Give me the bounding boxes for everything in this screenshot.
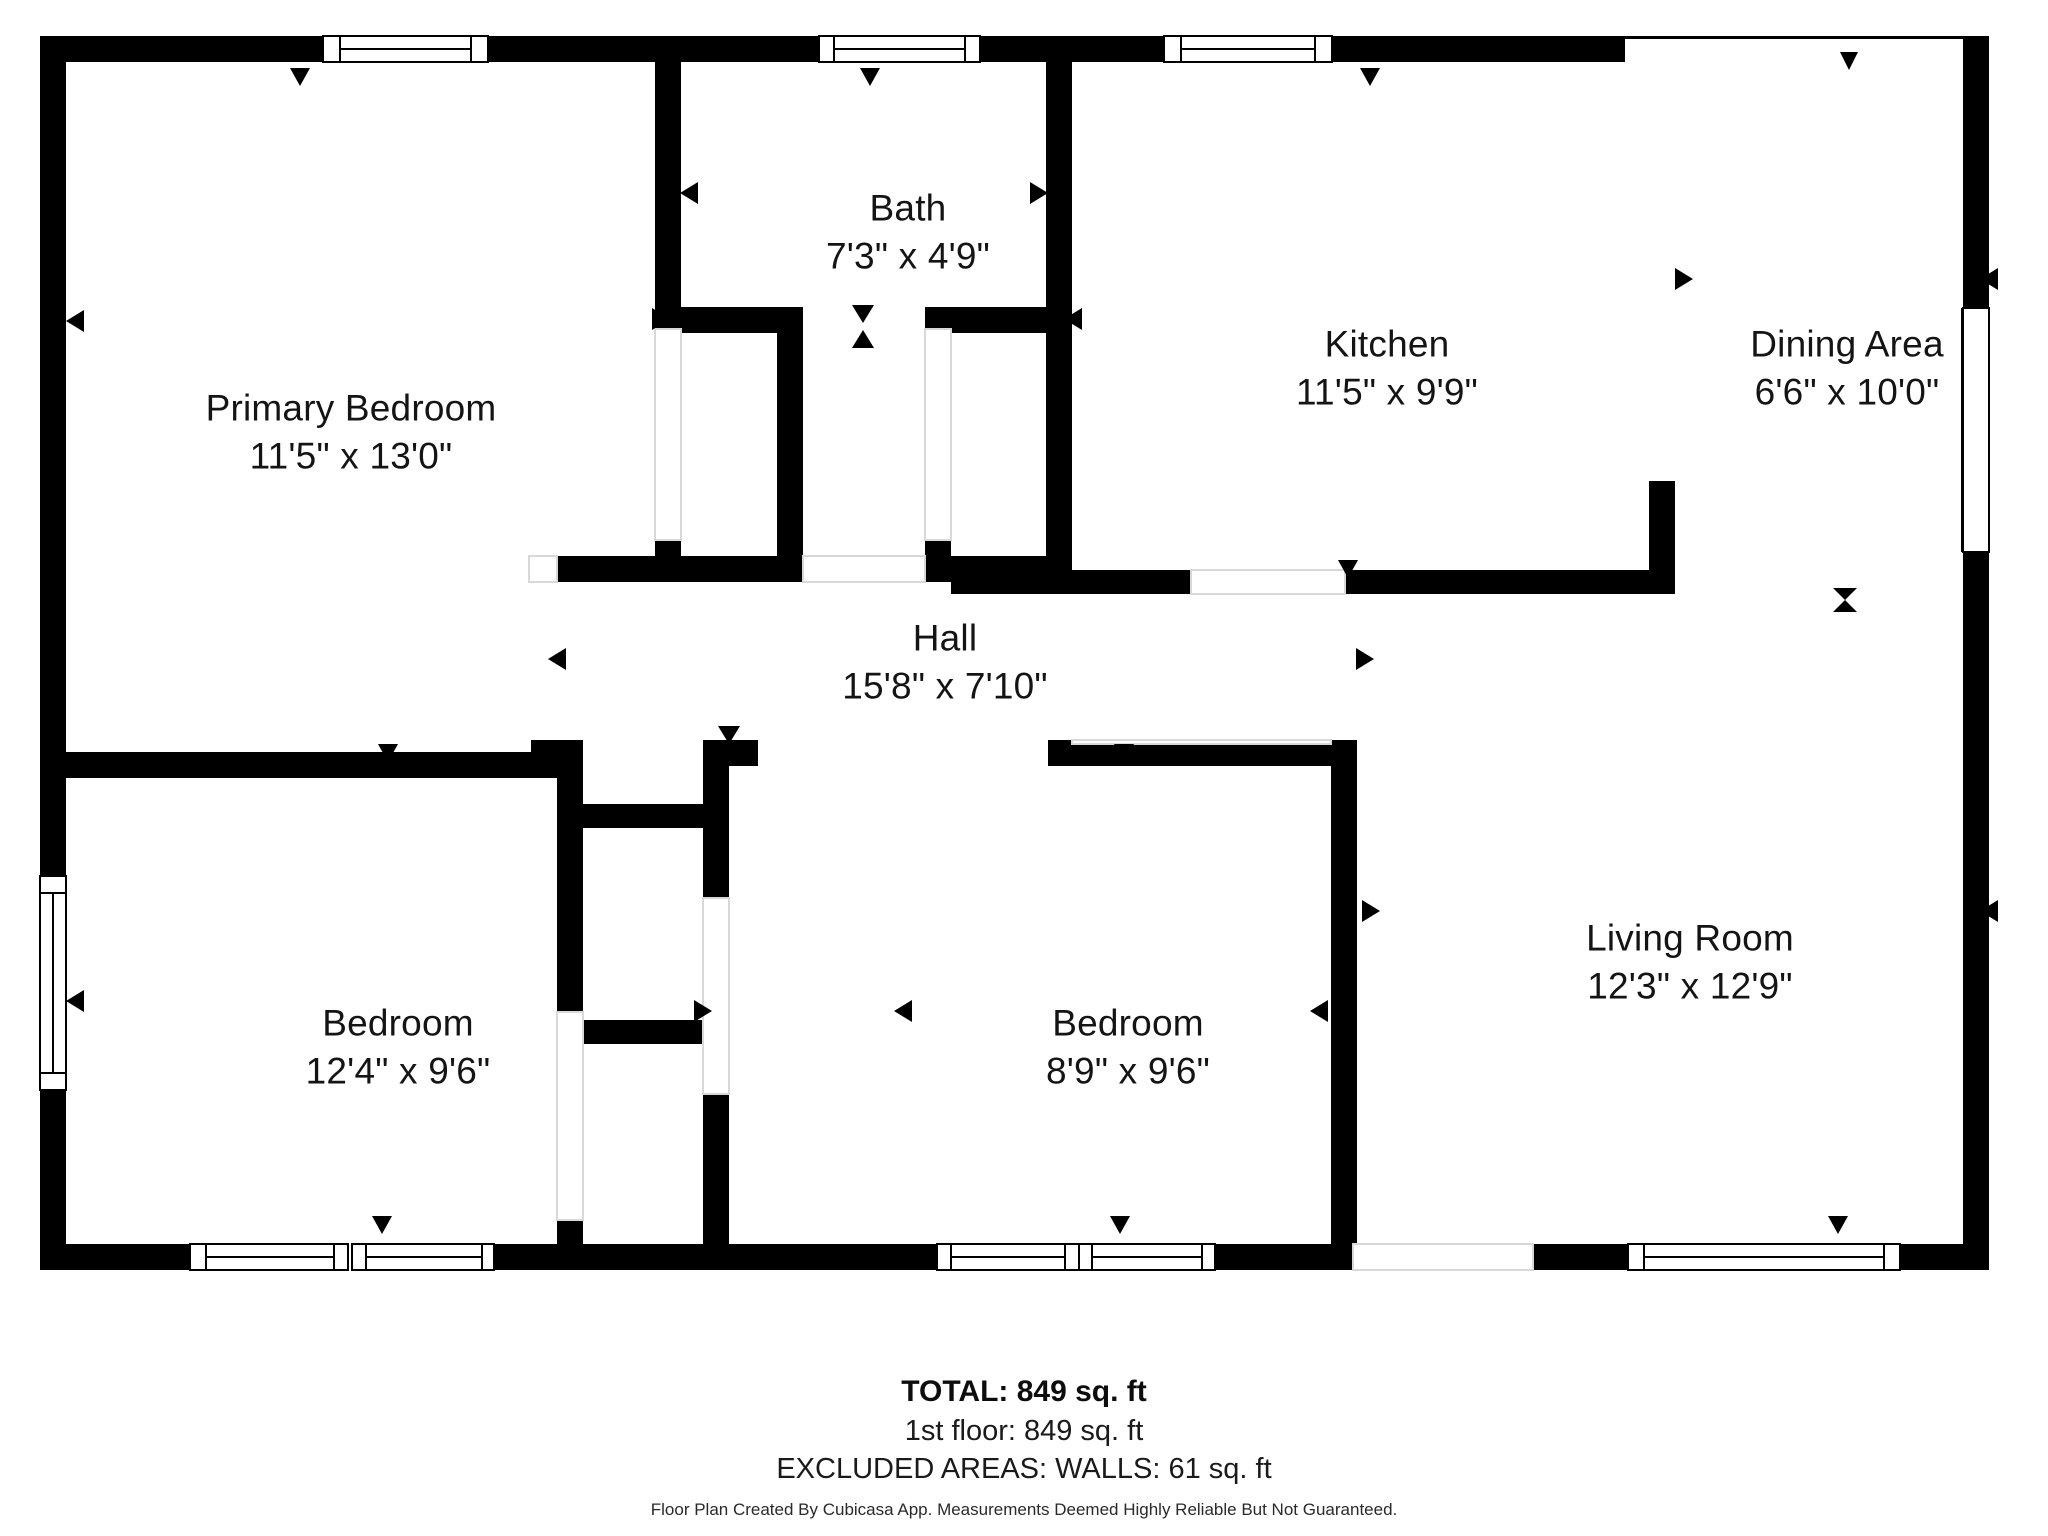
door-arrow-kitchen-bottom: [1338, 560, 1358, 578]
window-top-bath: [818, 35, 981, 63]
wall-top-1: [40, 36, 323, 62]
wall-bed-left-right-upper: [557, 740, 583, 1012]
door-arrow-primary-left: [66, 310, 84, 332]
window-bottom-left-a: [189, 1243, 349, 1271]
wall-bed-left-right-lower: [557, 1220, 583, 1270]
door-arrow-bedleft-bottom: [372, 1216, 392, 1234]
door-arrow-dining-top: [1840, 52, 1858, 70]
door-arrow-hall-east: [1356, 648, 1374, 670]
wall-midcloset-top: [557, 804, 717, 828]
total-area-label: TOTAL: 849 sq. ft: [901, 1375, 1147, 1408]
wall-midcloset-right-top: [703, 740, 758, 766]
wall-top-thin: [1624, 36, 1989, 39]
wall-hall-bottom-left: [40, 752, 557, 778]
door-openings: [528, 328, 1534, 1271]
opening-bed-mid: [702, 897, 730, 1095]
windows: [39, 35, 1990, 1271]
wall-right-1: [1963, 36, 1989, 308]
door-arrow-bedleft-right: [694, 1000, 712, 1022]
door-arrow-hall-bedleft: [378, 744, 398, 762]
disclaimer-text: Floor Plan Created By Cubicasa App. Meas…: [650, 1500, 1398, 1519]
window-left-bedroom: [39, 875, 67, 1091]
door-arrow-living-bottom: [1828, 1216, 1848, 1234]
opening-kitchen-hall: [1190, 569, 1346, 595]
door-arrow-bedleft-left: [66, 990, 84, 1012]
wall-top-2: [488, 36, 819, 62]
door-arrow-hall-down: [852, 330, 874, 348]
door-arrow-bath-left: [680, 182, 698, 204]
door-arrow-living-left: [1362, 900, 1380, 922]
door-arrow-living-right: [1980, 900, 1998, 922]
door-arrow-dining-exterior: [1980, 268, 1998, 290]
exterior-walls: [40, 36, 1989, 1270]
opening-living-bottom: [1352, 1243, 1534, 1271]
door-arrow-bath-right: [1030, 182, 1048, 204]
wall-top-5: [1605, 36, 1625, 62]
opening-bed-left: [556, 1011, 584, 1221]
double-arrow-marker: [1833, 588, 1857, 612]
door-arrow-bedmid-bottom: [1110, 1216, 1130, 1234]
interior-walls: [40, 36, 1675, 1270]
window-top-kitchen: [1163, 35, 1333, 63]
wall-bottom-3: [1213, 1244, 1353, 1270]
door-markers: [66, 52, 1998, 1234]
door-arrow-bedmid-left: [894, 1000, 912, 1022]
door-arrow-hall-up: [852, 305, 874, 323]
wall-bottom-1: [40, 1244, 190, 1270]
floor-plan-drawing: [39, 35, 1998, 1271]
wall-hall-left: [529, 556, 803, 582]
door-arrow-dining-right: [1675, 268, 1693, 290]
window-bottom-left-b: [351, 1243, 495, 1271]
excluded-areas-label: EXCLUDED AREAS: WALLS: 61 sq. ft: [776, 1452, 1272, 1485]
opening-living-hall: [1071, 739, 1332, 745]
door-arrow-bedmid-right: [1310, 1000, 1328, 1022]
door-arrow-hall-west: [548, 648, 566, 670]
wall-top-4: [1332, 36, 1624, 62]
wall-bottom-4: [1533, 1244, 1628, 1270]
door-arrow-primary-top: [290, 68, 310, 86]
door-arrow-closet-mid-top: [718, 726, 740, 744]
wall-closet-left-right: [777, 307, 803, 575]
opening-closet-right: [924, 328, 952, 541]
door-arrow-bath-top: [860, 68, 880, 86]
wall-bed-living-vert: [1331, 740, 1357, 1270]
window-bottom-mid-b: [1078, 1243, 1216, 1271]
door-arrow-closet-left: [652, 308, 670, 330]
door-arrow-hall-bedmid: [1114, 744, 1134, 762]
opening-closet-left: [654, 328, 682, 541]
wall-kitchen-bottom-right: [1345, 570, 1675, 594]
window-bottom-mid-a: [936, 1243, 1080, 1271]
door-right-dining: [1962, 307, 1990, 553]
wall-bottom-5: [1900, 1244, 1989, 1270]
opening-hall-mid: [802, 555, 926, 583]
wall-midcloset-right-low: [703, 1094, 729, 1270]
window-top-primary: [322, 35, 489, 63]
wall-bed-mid-left-top: [531, 740, 557, 778]
wall-kitchen-bottom-left: [951, 570, 1191, 594]
wall-primary-bath: [655, 36, 681, 326]
opening-hall-primary: [528, 555, 558, 583]
first-floor-area-label: 1st floor: 849 sq. ft: [904, 1414, 1144, 1447]
wall-left-2: [40, 1090, 66, 1270]
wall-kitchen-dining-vert: [1649, 481, 1675, 594]
window-bottom-living: [1627, 1243, 1901, 1271]
wall-left-1: [40, 36, 66, 876]
door-arrow-kitchen-top: [1360, 68, 1380, 86]
door-arrow-closet-right: [1064, 308, 1082, 330]
area-summary: TOTAL: 849 sq. ft 1st floor: 849 sq. ft …: [0, 1372, 2048, 1488]
